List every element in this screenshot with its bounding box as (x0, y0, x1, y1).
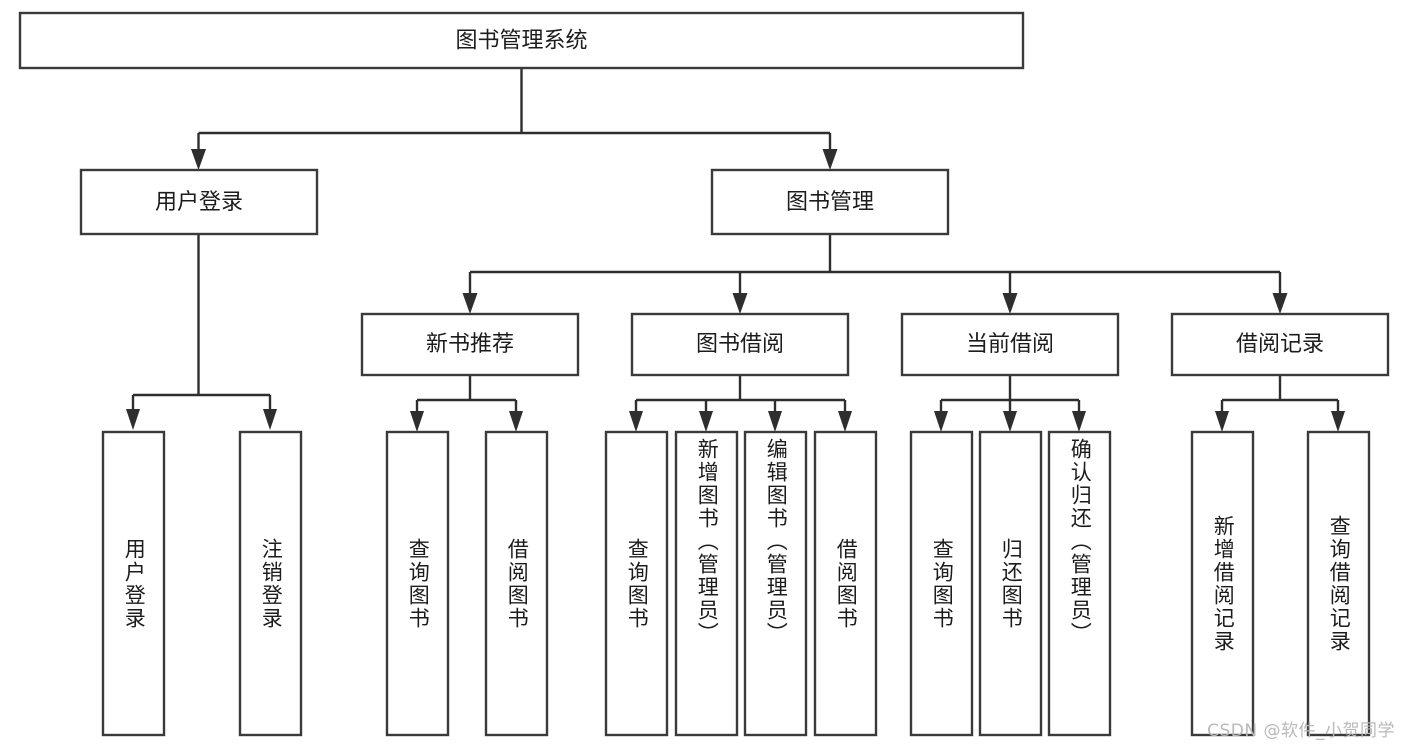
arrowhead-bookborrow-leaf-4 (838, 411, 852, 432)
arrowhead-currentborrow-leaf-2 (1003, 411, 1017, 432)
arrowhead-book-manage (822, 149, 838, 170)
arrowhead-new-book (462, 293, 478, 314)
leaf-box-bookborrow-edit[interactable] (743, 430, 808, 737)
leaf-box-user-login-logout[interactable] (238, 430, 303, 737)
leaf-box-currentborrow-confirm[interactable] (1047, 430, 1112, 737)
connector-layer (126, 68, 1345, 432)
node-label-book-borrow: 图书借阅 (696, 332, 784, 357)
node-box-layer: 图书管理系统 用户登录 图书管理 新书推荐 图书借阅 当前借阅 借阅记录 (18, 11, 1390, 737)
arrowhead-leaf-user-login (126, 409, 140, 430)
arrowhead-leaf-logout (263, 409, 277, 430)
node-label-current-borrow: 当前借阅 (966, 332, 1054, 357)
node-label-root: 图书管理系统 (455, 29, 587, 54)
node-label-user-login: 用户登录 (155, 190, 243, 215)
arrowhead-borrowrecord-leaf-1 (1215, 411, 1229, 432)
leaf-box-currentborrow-return[interactable] (978, 430, 1043, 737)
arrowhead-newbook-leaf-1 (410, 411, 424, 432)
leaf-box-bookborrow-borrow[interactable] (813, 430, 878, 737)
leaf-box-newbook-borrow[interactable] (484, 430, 549, 737)
arrowhead-bookborrow-leaf-3 (768, 411, 782, 432)
node-box-new-book-recommend[interactable] (360, 312, 580, 377)
node-box-book-manage[interactable] (710, 168, 950, 236)
leaf-box-currentborrow-query[interactable] (909, 430, 974, 737)
arrowhead-currentborrow-leaf-1 (934, 411, 948, 432)
leaf-box-borrowrecord-query[interactable] (1306, 430, 1371, 737)
leaf-box-bookborrow-add[interactable] (674, 430, 739, 737)
arrowhead-borrowrecord-leaf-2 (1331, 411, 1345, 432)
node-box-user-login[interactable] (79, 168, 319, 236)
csdn-watermark: CSDN @软件_小贺同学 (1207, 721, 1395, 741)
node-box-root[interactable] (18, 11, 1025, 70)
node-label-book-manage: 图书管理 (786, 190, 874, 215)
arrowhead-current-borrow (1002, 293, 1018, 314)
leaf-box-borrowrecord-add[interactable] (1190, 430, 1255, 737)
leaf-box-user-login-login[interactable] (101, 430, 166, 737)
node-label-new-book-recommend: 新书推荐 (426, 332, 514, 357)
node-box-current-borrow[interactable] (900, 312, 1120, 377)
arrowhead-currentborrow-leaf-3 (1072, 411, 1086, 432)
leaf-box-newbook-query[interactable] (385, 430, 450, 737)
node-label-borrow-record: 借阅记录 (1236, 332, 1324, 357)
leaf-box-bookborrow-query[interactable] (604, 430, 669, 737)
arrowhead-book-borrow (732, 293, 748, 314)
arrowhead-bookborrow-leaf-2 (699, 411, 713, 432)
node-box-book-borrow[interactable] (630, 312, 850, 377)
arrowhead-user-login (191, 149, 206, 170)
arrowhead-borrow-record (1272, 293, 1288, 314)
node-box-borrow-record[interactable] (1170, 312, 1390, 377)
arrowhead-newbook-leaf-2 (509, 411, 523, 432)
arrowhead-bookborrow-leaf-1 (629, 411, 643, 432)
